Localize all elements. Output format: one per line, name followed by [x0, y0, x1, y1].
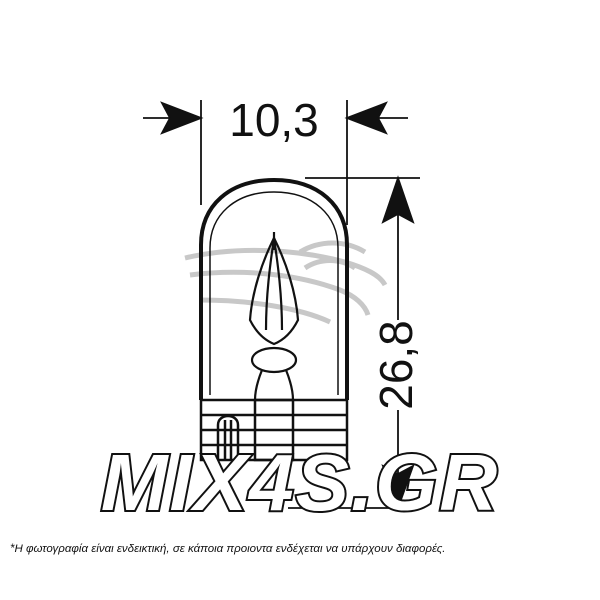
bulb-glass-outline — [199, 177, 349, 400]
watermark-logo: MIX4S.GR — [99, 436, 499, 529]
disclaimer-text: *Η φωτογραφία είναι ενδεικτική, σε κάποι… — [10, 543, 446, 555]
background-logo-swoosh — [184, 240, 388, 325]
bulb-filament — [248, 232, 300, 346]
watermark-logo-text: MIX4S.GR — [101, 438, 499, 527]
width-dimension-arrows — [143, 101, 408, 135]
bulb-glass-inner-line — [209, 191, 339, 395]
height-dimension-arrows — [381, 175, 415, 511]
bulb-stem — [250, 346, 298, 401]
bulb-wedge-base — [199, 398, 349, 462]
width-dimension-label: 10,3 — [229, 94, 319, 146]
height-dimension-label: 26,8 — [370, 320, 422, 410]
